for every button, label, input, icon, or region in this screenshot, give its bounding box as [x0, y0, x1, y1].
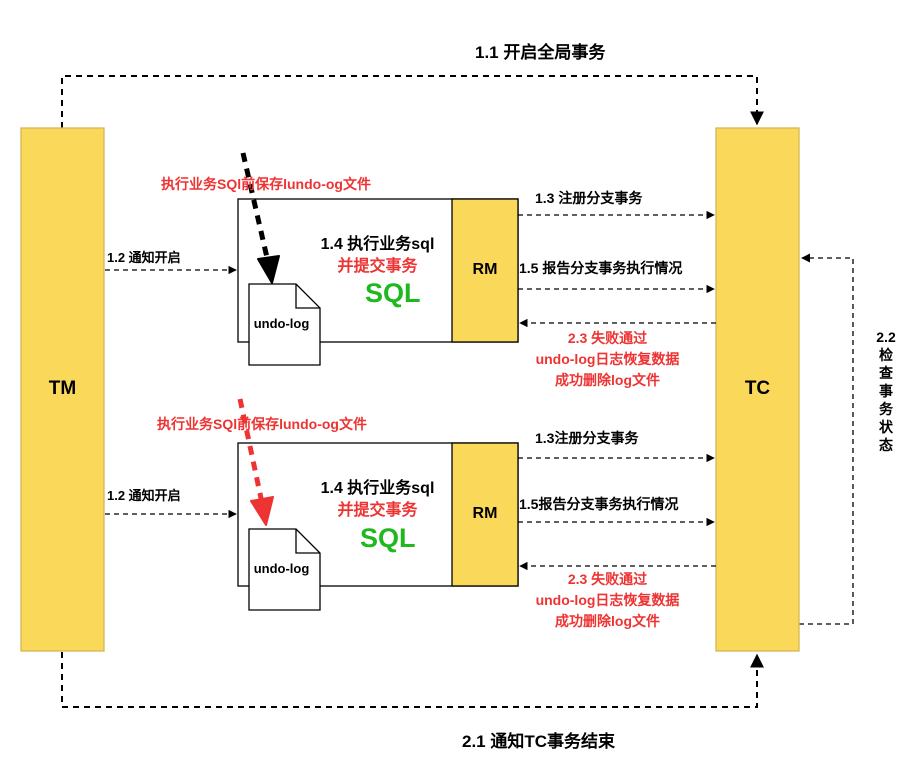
check-status-char: 务 [879, 401, 893, 417]
branch1-failure-line: 2.3 失败通过 [567, 330, 648, 346]
global-start-label: 1.1 开启全局事务 [475, 43, 606, 62]
branch1-commit-label: 并提交事务 [337, 258, 418, 275]
branch1-report-label: 1.5 报告分支事务执行情况 [519, 260, 683, 276]
branch2-register-label: 1.3注册分支事务 [535, 430, 639, 446]
branch1-register-label: 1.3 注册分支事务 [535, 190, 643, 206]
branch2-failure-line: undo-log日志恢复数据 [535, 592, 680, 608]
branch1-failure-line: undo-log日志恢复数据 [535, 351, 680, 367]
global-end-arrow [61, 652, 764, 708]
check-status-char: 检 [879, 347, 893, 363]
branch1-undo-label: undo-log [253, 316, 310, 331]
branch2-rm-label: RM [472, 505, 498, 522]
tc-label: TC [744, 378, 771, 399]
branch2-failure-line: 2.3 失败通过 [567, 571, 648, 587]
branch2-rm-box [451, 442, 519, 587]
tm-box [20, 127, 105, 652]
global-start-arrow [61, 75, 764, 128]
branch2-note-pointer [237, 398, 265, 504]
check-status-char: 态 [879, 437, 893, 453]
branch1-exec-label: 1.4 执行业务sql [320, 236, 435, 253]
branch2-undo-doc [248, 528, 321, 611]
global-end-label: 2.1 通知TC事务结束 [462, 732, 616, 751]
branch2-failure-line: 成功删除log文件 [555, 613, 660, 629]
branch1-notify-label: 1.2 通知开启 [107, 250, 181, 265]
tm-label: TM [48, 378, 77, 399]
check-status-arrow [799, 253, 854, 625]
branch1-failure-line: 成功删除log文件 [555, 372, 660, 388]
check-status-label: 2.2 检 查 事 务 状 态 [868, 328, 904, 454]
branch2-failure-label: 2.3 失败通过 undo-log日志恢复数据 成功删除log文件 [500, 569, 715, 632]
check-status-char: 状 [879, 419, 893, 435]
branch2-report-label: 1.5报告分支事务执行情况 [519, 496, 679, 512]
branch1-undo-doc [248, 283, 321, 366]
branch1-rm-label: RM [472, 261, 498, 278]
branch2-exec-label: 1.4 执行业务sql [320, 480, 435, 497]
branch2-notify-label: 1.2 通知开启 [107, 488, 181, 503]
check-status-number: 2.2 [876, 329, 896, 345]
branch1-note-pointer [240, 152, 271, 263]
tc-box [715, 127, 800, 652]
check-status-char: 事 [879, 383, 893, 399]
branch2-sql-label: SQL [360, 523, 416, 553]
branch1-note: 执行业务SQl前保存lundo-og文件 [161, 176, 371, 192]
branch1-sql-label: SQL [365, 278, 421, 308]
check-status-char: 查 [879, 365, 893, 381]
branch1-rm-box [451, 198, 519, 343]
branch2-undo-label: undo-log [253, 561, 310, 576]
branch2-commit-label: 并提交事务 [337, 502, 418, 519]
branch2-note: 执行业务SQl前保存lundo-og文件 [157, 416, 367, 432]
branch1-failure-label: 2.3 失败通过 undo-log日志恢复数据 成功删除log文件 [500, 328, 715, 391]
